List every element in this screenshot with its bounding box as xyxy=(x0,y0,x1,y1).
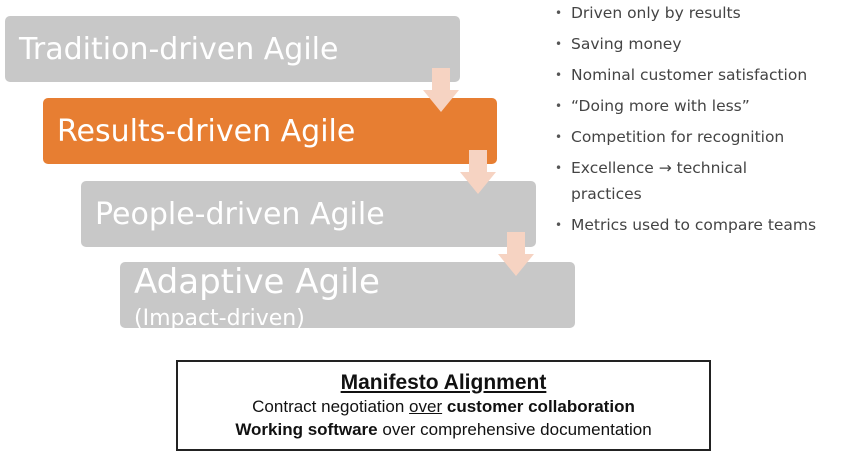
down-arrow-icon xyxy=(460,150,496,194)
list-item: Saving money xyxy=(555,31,860,57)
list-item: Metrics used to compare teams xyxy=(555,212,860,238)
stage-sublabel: (Impact-driven) xyxy=(134,306,305,328)
stage-label: People-driven Agile xyxy=(95,197,385,232)
manifesto-emphasis: customer collaboration xyxy=(446,397,635,416)
stage-tradition-driven: Tradition-driven Agile xyxy=(5,16,460,82)
manifesto-text: over comprehensive documentation xyxy=(377,420,652,439)
stage-label: Results-driven Agile xyxy=(57,114,356,149)
manifesto-line-2: Working software over comprehensive docu… xyxy=(178,418,709,441)
down-arrow-icon xyxy=(423,68,459,112)
stage-people-driven: People-driven Agile xyxy=(81,181,536,247)
manifesto-text: Contract negotiation xyxy=(252,397,410,416)
stage-adaptive: Adaptive Agile (Impact-driven) xyxy=(120,262,575,328)
manifesto-emphasis: Working software xyxy=(235,420,378,439)
manifesto-alignment-box: Manifesto Alignment Contract negotiation… xyxy=(176,360,711,451)
results-driven-characteristics: Driven only by results Saving money Nomi… xyxy=(555,0,860,243)
stage-results-driven: Results-driven Agile xyxy=(43,98,497,164)
list-item: Excellence → technical practices xyxy=(555,155,786,207)
stage-label: Tradition-driven Agile xyxy=(19,32,339,67)
list-item: Nominal customer satisfaction xyxy=(555,62,860,88)
manifesto-over: over xyxy=(409,397,443,416)
stage-label: Adaptive Agile xyxy=(134,262,380,302)
list-item: “Doing more with less” xyxy=(555,93,860,119)
list-item: Driven only by results xyxy=(555,0,860,26)
manifesto-title: Manifesto Alignment xyxy=(340,371,547,394)
list-item: Competition for recognition xyxy=(555,124,860,150)
manifesto-line-1: Contract negotiation over customer colla… xyxy=(178,395,709,418)
down-arrow-icon xyxy=(498,232,534,276)
